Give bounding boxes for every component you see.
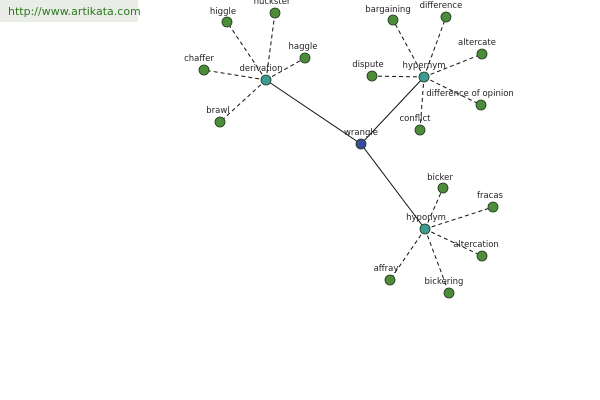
- relation-node-hyponym: [419, 223, 431, 235]
- leaf-node-haggle: [299, 52, 311, 64]
- relation-node-hypernym: [418, 71, 430, 83]
- relation-node-derivation: [260, 74, 272, 86]
- edge-hyponym-bicker: [424, 187, 444, 230]
- edge-derivation-higgle: [226, 21, 267, 81]
- edge-derivation-huckster: [265, 12, 276, 81]
- leaf-node-bargaining: [387, 14, 399, 26]
- leaf-label-chaffer: chaffer: [184, 54, 214, 64]
- edge-derivation-chaffer: [203, 69, 267, 81]
- leaf-node-higgle: [221, 16, 233, 28]
- leaf-node-chaffer: [198, 64, 210, 76]
- edge-derivation-haggle: [265, 57, 306, 81]
- edge-hypernym-bargaining: [392, 19, 425, 78]
- leaf-label-difference-of-opinion: difference of opinion: [426, 89, 514, 99]
- nodes: [198, 7, 499, 299]
- relation-label-hypernym: hypernym: [402, 61, 445, 71]
- edges: [203, 12, 494, 294]
- relation-label-derivation: derivation: [239, 64, 282, 74]
- labels: wrangle derivation hypernym hyponym higgle hu…: [184, 0, 514, 287]
- leaf-node-affray: [384, 274, 396, 286]
- edge-derivation-brawl: [219, 79, 267, 123]
- edge-hypernym-altercate: [423, 53, 483, 78]
- edge-hyponym-bickering: [424, 228, 450, 294]
- leaf-node-dispute: [366, 70, 378, 82]
- root-label-wrangle: wrangle: [344, 128, 378, 138]
- leaf-node-fracas: [487, 201, 499, 213]
- leaf-label-difference: difference: [420, 1, 463, 11]
- leaf-node-conflict: [414, 124, 426, 136]
- edge-hyponym-altercation: [424, 228, 483, 257]
- leaf-node-brawl: [214, 116, 226, 128]
- edge-hyponym-fracas: [424, 206, 494, 230]
- edge-hyponym-affray: [389, 228, 426, 281]
- edge-wrangle-hyponym: [360, 143, 426, 230]
- leaf-label-bicker: bicker: [427, 173, 453, 183]
- edge-hypernym-difference: [423, 16, 447, 78]
- edge-hypernym-conflict: [419, 76, 425, 131]
- url-label[interactable]: http://www.artikata.com: [0, 0, 141, 22]
- leaf-label-fracas: fracas: [477, 191, 504, 201]
- leaf-label-conflict: conflict: [400, 114, 432, 124]
- edge-wrangle-derivation: [265, 79, 362, 145]
- relation-label-hyponym: hyponym: [406, 213, 446, 223]
- edge-hypernym-difference-of-opinion: [423, 76, 482, 106]
- leaf-node-altercation: [476, 250, 488, 262]
- leaf-label-bickering: bickering: [425, 277, 464, 287]
- edge-wrangle-hypernym: [360, 76, 425, 145]
- leaf-label-haggle: haggle: [289, 42, 318, 52]
- leaf-label-dispute: dispute: [352, 60, 384, 70]
- root-node-wrangle: [355, 138, 367, 150]
- leaf-node-altercate: [476, 48, 488, 60]
- leaf-node-huckster: [269, 7, 281, 19]
- leaf-node-bicker: [437, 182, 449, 194]
- leaf-label-bargaining: bargaining: [365, 5, 410, 15]
- leaf-node-difference-of-opinion: [475, 99, 487, 111]
- leaf-label-altercation: altercation: [453, 240, 499, 250]
- leaf-label-higgle: higgle: [210, 7, 236, 17]
- leaf-label-huckster: huckster: [254, 0, 291, 7]
- edge-hypernym-dispute: [371, 75, 425, 78]
- leaf-label-affray: affray: [374, 264, 399, 274]
- leaf-label-altercate: altercate: [458, 38, 496, 48]
- leaf-label-brawl: brawl: [206, 106, 229, 116]
- leaf-node-difference: [440, 11, 452, 23]
- leaf-node-bickering: [443, 287, 455, 299]
